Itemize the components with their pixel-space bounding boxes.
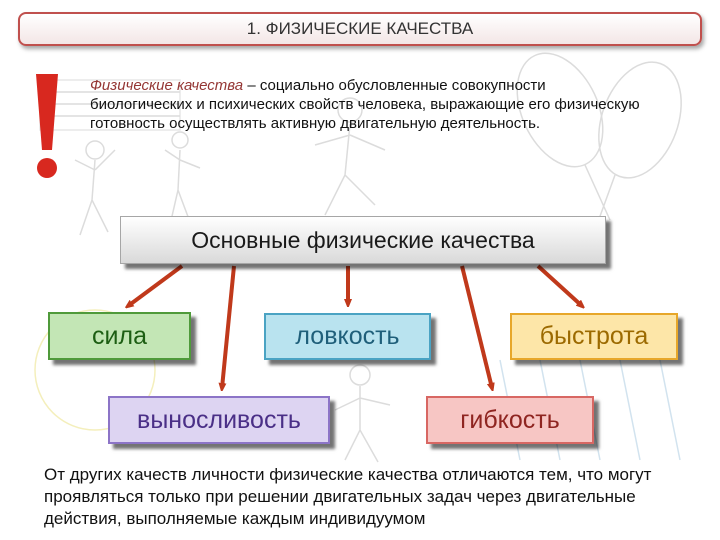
exclamation-icon [36,74,58,178]
definition-term: Физические качества [90,77,244,94]
arrow-to-gibkost [460,265,492,388]
bottom-description: От других качеств личности физические ка… [44,465,652,528]
slide-title: 1. ФИЗИЧЕСКИЕ КАЧЕСТВА [18,12,702,46]
arrow-to-bystrota [536,264,582,306]
quality-box-vynoslivost: выносливость [108,396,330,444]
definition-body: – социально обусловленные совокупности б… [90,77,640,132]
arrow-to-vynoslivost [222,265,236,388]
main-qualities-box: Основные физические качества [120,216,606,264]
quality-box-gibkost: гибкость [426,396,594,444]
quality-box-lovkost: ловкость [264,313,431,360]
quality-box-sila: сила [48,312,191,360]
quality-box-bystrota: быстрота [510,313,678,360]
definition-text: Физические качества – социально обусловл… [90,76,650,133]
arrow-to-sila [128,264,184,306]
